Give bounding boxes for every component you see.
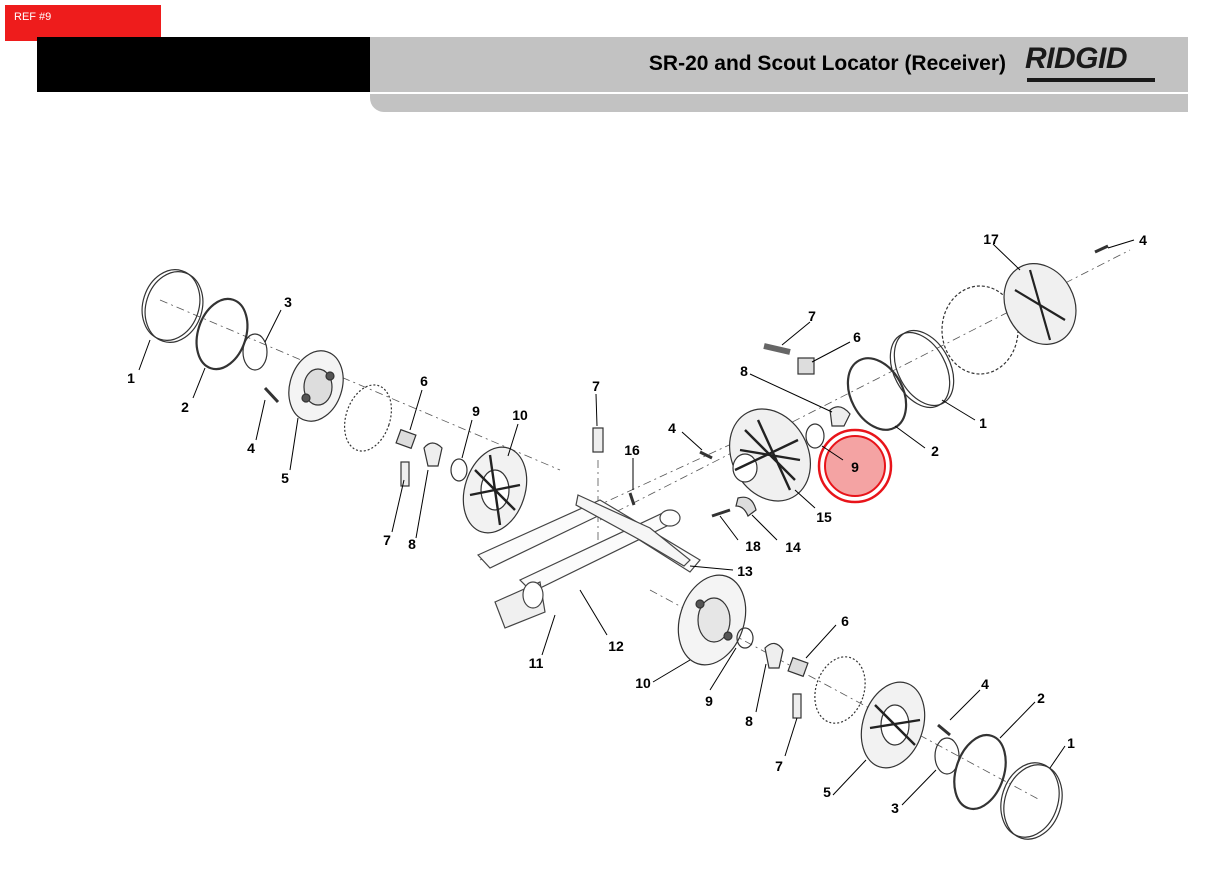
callout-6: 6 <box>853 329 861 345</box>
callout-18: 18 <box>745 538 761 554</box>
page-title: SR-20 and Scout Locator (Receiver) <box>648 52 1006 75</box>
lower-disc <box>677 574 747 666</box>
callout-10: 10 <box>512 407 528 423</box>
callout-3: 3 <box>284 294 292 310</box>
left-screw <box>263 386 280 404</box>
header-gray-bar <box>370 37 1188 92</box>
left-endcap <box>288 350 344 422</box>
callout-13: 13 <box>737 563 753 579</box>
header-black-bar <box>37 37 370 92</box>
brand-underline <box>1027 78 1155 82</box>
callout-10: 10 <box>635 675 651 691</box>
highlight-label: 9 <box>851 459 859 475</box>
callout-4: 4 <box>981 676 989 692</box>
callout-7: 7 <box>383 532 391 548</box>
callout-7: 7 <box>592 378 600 394</box>
callout-1: 1 <box>1067 735 1075 751</box>
callout-14: 14 <box>785 539 801 555</box>
left-cover-ring <box>141 269 204 343</box>
lower-endcap <box>860 681 926 769</box>
callout-8: 8 <box>745 713 753 729</box>
callout-7: 7 <box>808 308 816 324</box>
top-cap <box>1003 263 1077 345</box>
callout-4: 4 <box>668 420 676 436</box>
callout-16: 16 <box>624 442 640 458</box>
callout-8: 8 <box>408 536 416 552</box>
callout-1: 1 <box>979 415 987 431</box>
callout-1: 1 <box>127 370 135 386</box>
callout-8: 8 <box>740 363 748 379</box>
brand-logo: RIDGID <box>1025 42 1128 75</box>
callout-3: 3 <box>891 800 899 816</box>
highlight-marker: 9 <box>817 428 893 504</box>
callout-2: 2 <box>1037 690 1045 706</box>
callout-6: 6 <box>841 613 849 629</box>
callout-4: 4 <box>1139 232 1147 248</box>
header-gray-lip <box>370 92 1188 112</box>
callout-2: 2 <box>931 443 939 459</box>
callout-7: 7 <box>775 758 783 774</box>
callout-6: 6 <box>420 373 428 389</box>
callout-5: 5 <box>281 470 289 486</box>
receiver-frame <box>476 494 701 629</box>
callout-labels: 1 2 3 4 5 6 7 8 9 10 7 16 4 11 12 13 18 … <box>127 231 1147 816</box>
ref-tag-label: REF #9 <box>14 11 52 23</box>
callout-12: 12 <box>608 638 624 654</box>
callout-17: 17 <box>983 231 999 247</box>
callout-2: 2 <box>181 399 189 415</box>
callout-9: 9 <box>472 403 480 419</box>
callout-15: 15 <box>816 509 832 525</box>
callout-9: 9 <box>705 693 713 709</box>
ref-tag: REF #9 <box>5 5 161 41</box>
callout-11: 11 <box>529 655 544 671</box>
upper-hub <box>728 408 812 502</box>
callout-5: 5 <box>823 784 831 800</box>
callout-4: 4 <box>247 440 255 456</box>
left-disc <box>462 446 528 534</box>
left-o-ring-small <box>242 333 268 371</box>
